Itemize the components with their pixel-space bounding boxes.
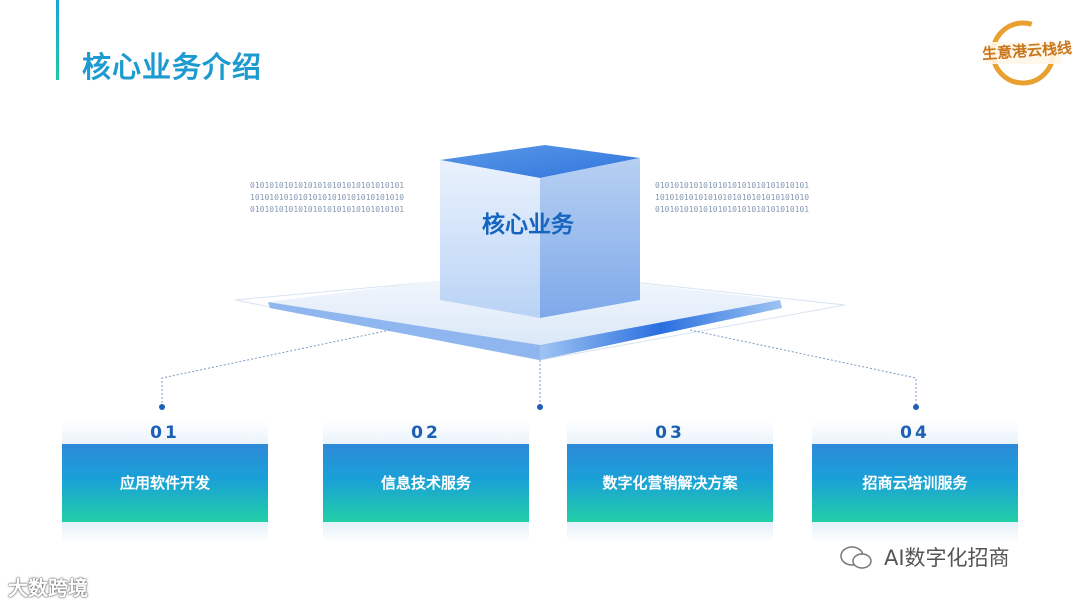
cube-front [440, 160, 540, 318]
card-reflection [323, 522, 529, 542]
connector-dot [913, 404, 919, 410]
platform-edge [268, 302, 540, 360]
title-accent-bar [56, 0, 59, 80]
card-number: 02 [323, 420, 529, 446]
page-title: 核心业务介绍 [82, 50, 263, 84]
card-reflection [62, 522, 268, 542]
binary-line: 01010101010101010101010101010101 [250, 205, 405, 214]
binary-line: 10101010101010101010101010101010 [250, 193, 405, 202]
connector-dot [159, 404, 165, 410]
binary-stream-right: 01010101010101010101010101010101 1010101… [655, 180, 809, 216]
card-number: 04 [812, 420, 1018, 446]
binary-line: 01010101010101010101010101010101 [655, 205, 810, 214]
card-label: 信息技术服务 [323, 444, 529, 522]
binary-line: 01010101010101010101010101010101 [655, 181, 810, 190]
binary-line: 01010101010101010101010101010101 [250, 181, 405, 190]
binary-stream-left: 01010101010101010101010101010101 1010101… [250, 180, 404, 216]
cube-top [440, 145, 640, 178]
binary-line: 10101010101010101010101010101010 [655, 193, 810, 202]
wechat-icon [840, 546, 872, 569]
cube-side [540, 158, 640, 318]
platform-edge [540, 300, 782, 360]
card-label: 招商云培训服务 [812, 444, 1018, 522]
card-reflection [812, 522, 1018, 542]
card-number: 01 [62, 420, 268, 446]
watermark-left: 大数跨境 [8, 576, 88, 600]
connector-line-1 [161, 329, 391, 405]
connector-dot [537, 404, 543, 410]
watermark-right: AI数字化招商 [884, 546, 1010, 570]
card-reflection [567, 522, 773, 542]
card-label: 数字化营销解决方案 [567, 444, 773, 522]
brand-logo-icon [984, 20, 1062, 86]
card-label: 应用软件开发 [62, 444, 268, 522]
card-number: 03 [567, 420, 773, 446]
core-business-label: 核心业务 [482, 212, 574, 238]
connector-line-4 [689, 329, 917, 405]
